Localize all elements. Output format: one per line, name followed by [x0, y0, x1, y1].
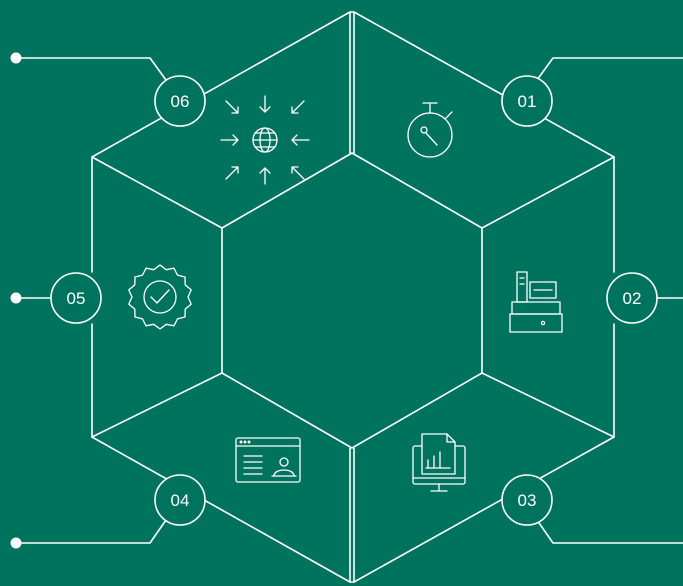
badge-03[interactable]: 03: [501, 474, 553, 526]
monitor-report-icon: [412, 433, 466, 492]
connector-lines: [21, 57, 683, 544]
global-inward-arrows-icon: [220, 95, 310, 185]
endpoint-dots: [10, 52, 22, 549]
verified-badge-icon: [128, 264, 192, 330]
badge-06[interactable]: 06: [154, 75, 206, 127]
cash-register-icon: [509, 271, 563, 333]
spoke-upper-left: [91, 156, 223, 229]
badge-04[interactable]: 04: [154, 474, 206, 526]
badge-05-number: 05: [67, 289, 86, 308]
stopwatch-icon: [407, 102, 453, 158]
dot-05: [10, 292, 22, 304]
connector-06: [21, 57, 167, 81]
inner-hexagon: [221, 152, 483, 449]
badge-02[interactable]: 02: [606, 272, 658, 324]
badge-05[interactable]: 05: [50, 272, 102, 324]
browser-profile-icon: [235, 437, 301, 483]
hexagon-frame: [91, 11, 615, 583]
badge-01-number: 01: [518, 92, 537, 111]
dot-06: [10, 52, 22, 64]
connector-01: [536, 57, 683, 81]
badge-03-number: 03: [518, 491, 537, 510]
badge-04-number: 04: [171, 491, 190, 510]
connector-04: [21, 519, 167, 544]
outer-edge-bottom: [91, 436, 615, 583]
dot-04: [10, 537, 22, 549]
spoke-lower-left: [91, 372, 223, 438]
badge-02-number: 02: [623, 289, 642, 308]
spoke-lower-right: [481, 372, 615, 438]
badge-06-number: 06: [171, 92, 190, 111]
spoke-upper-right: [481, 156, 615, 229]
outer-edge-top: [91, 11, 615, 158]
connector-03: [536, 519, 683, 544]
badge-01[interactable]: 01: [501, 75, 553, 127]
